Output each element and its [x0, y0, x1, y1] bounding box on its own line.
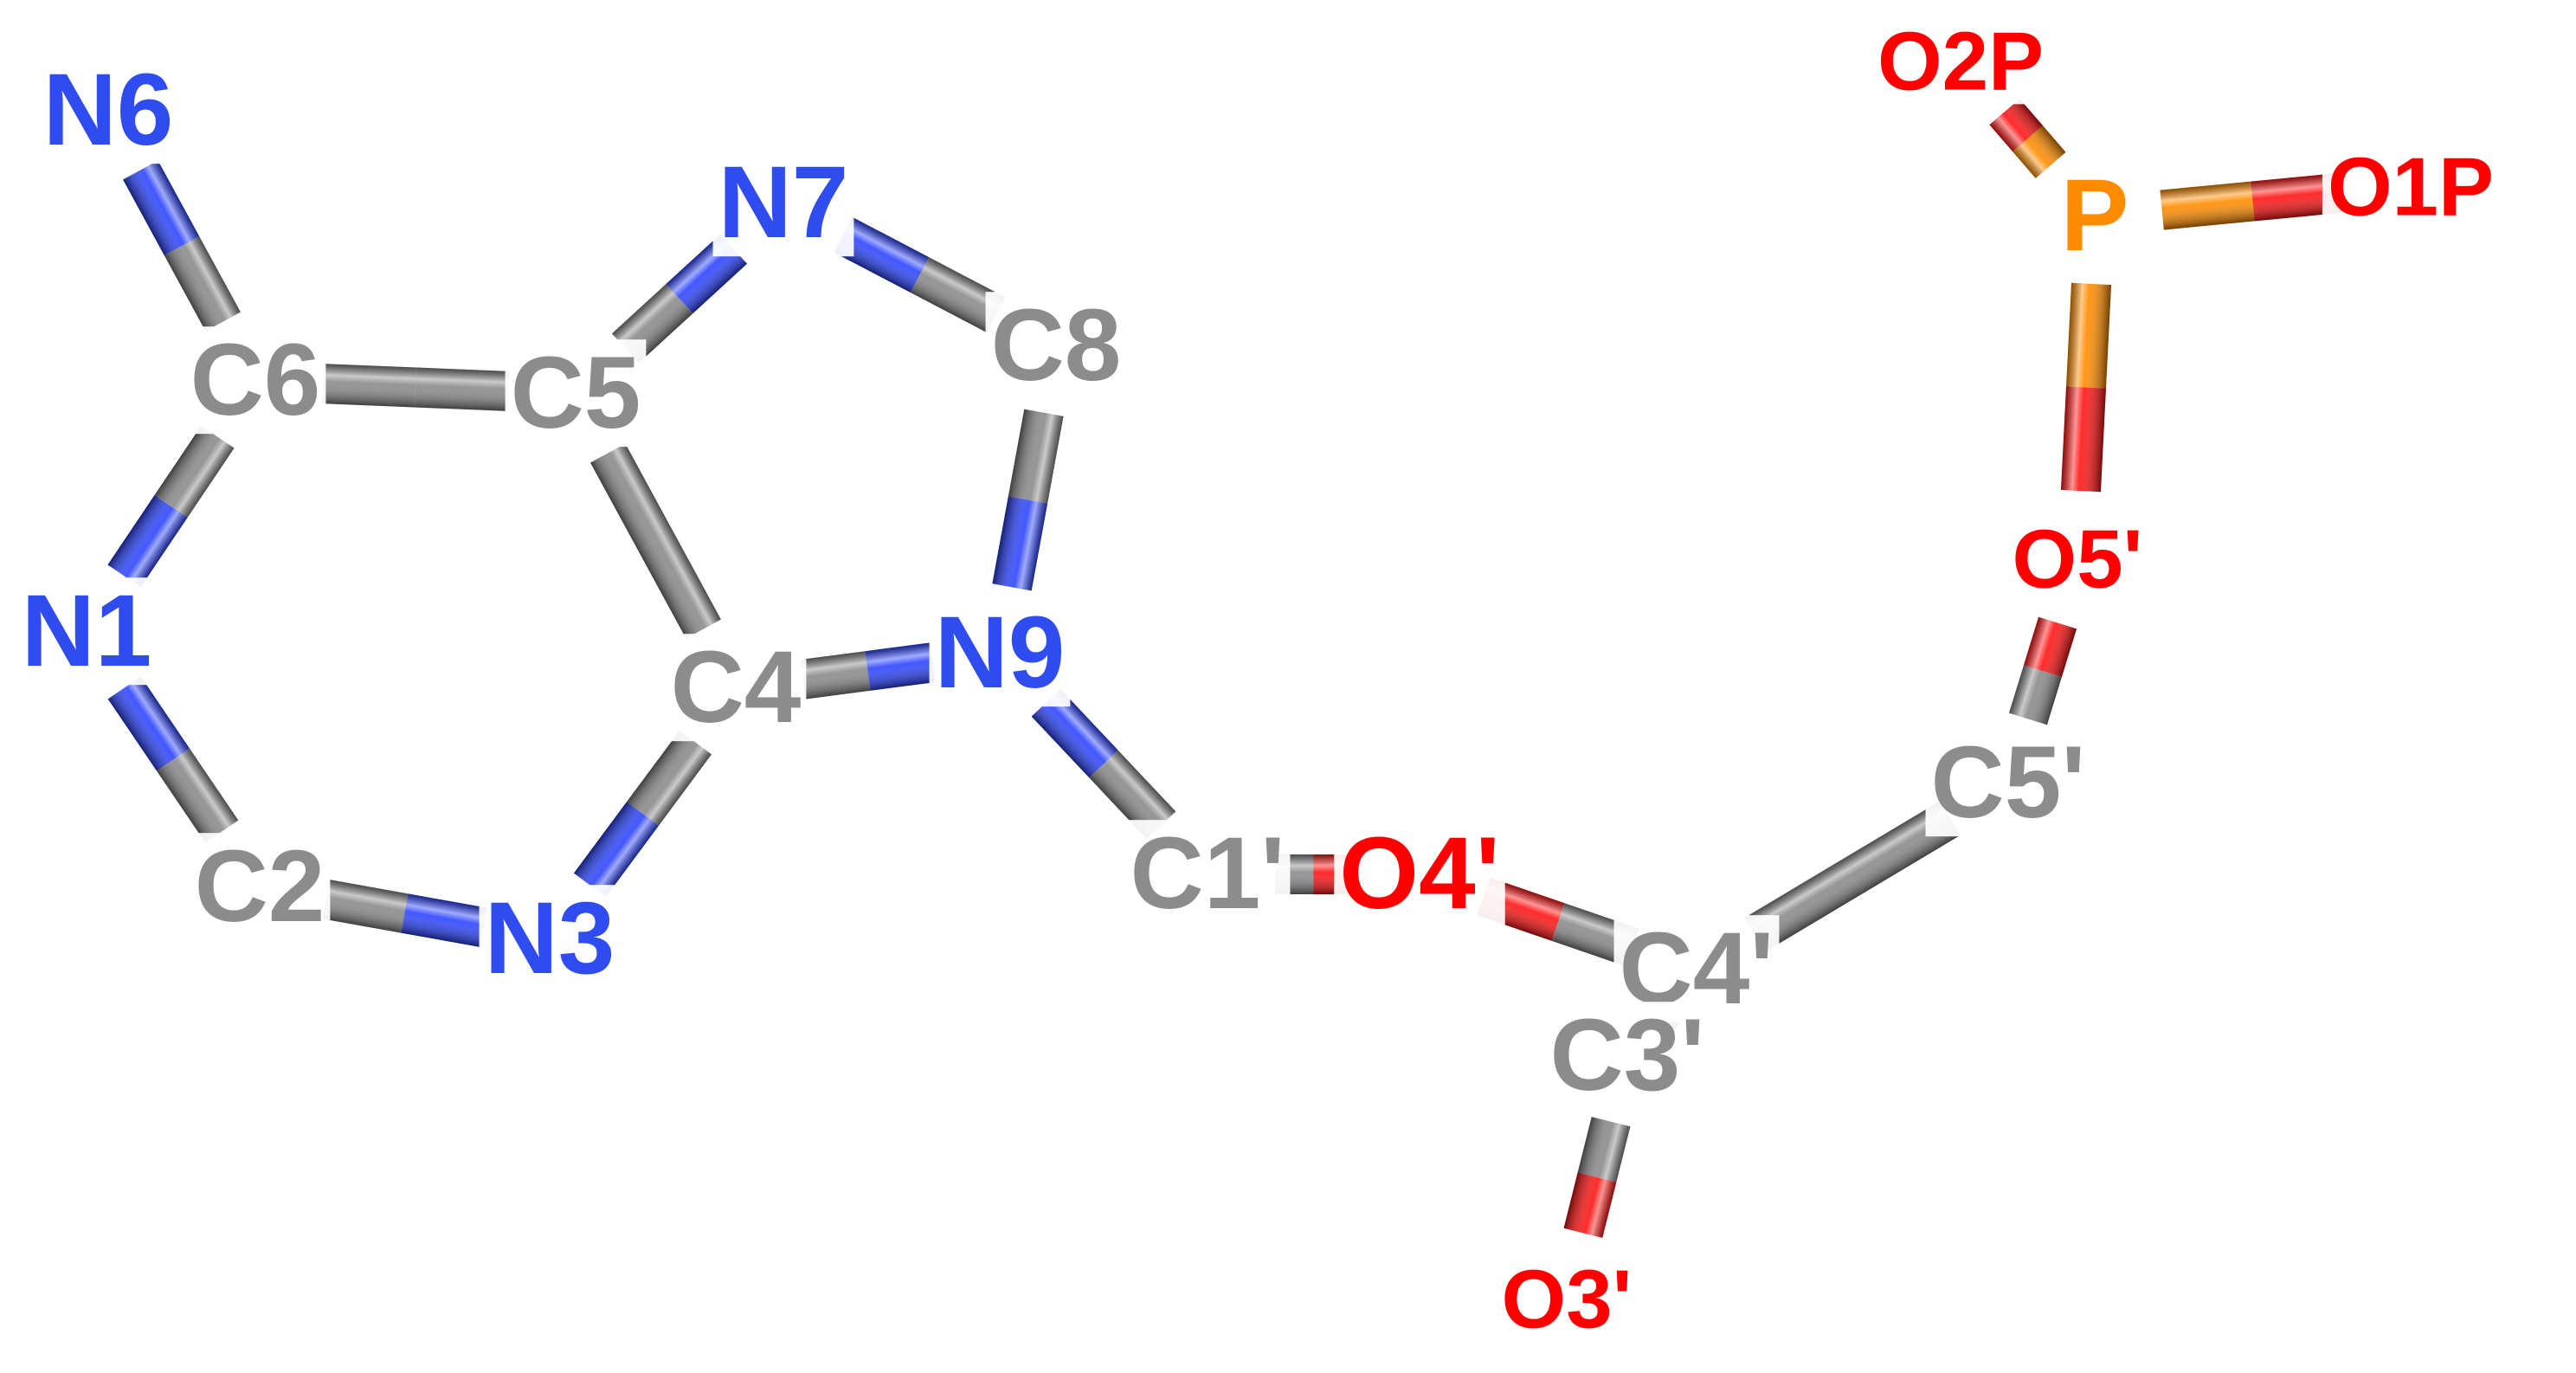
- bond-P-O1P-half-a: [2160, 181, 2255, 230]
- bond-layer: [107, 99, 2346, 1238]
- atom-o3p: O3': [1496, 1253, 1638, 1345]
- bond-C5p-O5p-half-b: [2024, 616, 2077, 677]
- atom-label: N6: [43, 53, 174, 167]
- bond-C4-N3-half-a: [627, 730, 712, 826]
- atom-c5: C5: [505, 336, 647, 450]
- atom-n6: N6: [37, 53, 179, 167]
- bond-C4-N9-half-b: [865, 642, 936, 691]
- atom-n3: N3: [479, 881, 621, 996]
- bond-C5-C4-half-b: [638, 532, 721, 639]
- bond-N7-C8-half-b: [910, 257, 1006, 333]
- atom-label: C3': [1550, 998, 1705, 1112]
- bond-N1-C2-half-a: [107, 676, 190, 771]
- atom-o5p: O5': [2006, 512, 2148, 605]
- atom-label: C4: [671, 630, 802, 745]
- atom-label: N7: [718, 145, 849, 260]
- atom-n9: N9: [929, 596, 1071, 710]
- bond-N9-C1p-half-a: [1031, 689, 1118, 778]
- atom-label: P: [2061, 158, 2129, 273]
- bond-C5-C4-half-a: [590, 443, 673, 551]
- atom-p: P: [2055, 158, 2135, 273]
- atom-c4: C4: [665, 630, 807, 745]
- bond-C6-N1-half-a: [154, 425, 235, 518]
- atom-n7: N7: [712, 145, 854, 260]
- bond-P-O2P-half-a: [2012, 125, 2066, 178]
- atom-c1p: C1': [1124, 816, 1291, 931]
- bond-C2-N3-half-b: [401, 893, 487, 947]
- atom-c5p: C5': [1925, 725, 2091, 840]
- atom-label: N3: [485, 881, 615, 996]
- atom-label: C5: [511, 336, 641, 450]
- atom-label: N1: [22, 574, 152, 688]
- atom-label: N9: [935, 596, 1066, 710]
- bond-C3p-O3p-half-b: [1563, 1172, 1617, 1238]
- bond-N6-C6-half-b: [164, 235, 241, 332]
- atom-label: C2: [195, 829, 325, 944]
- bond-C4-N3-half-b: [573, 802, 659, 898]
- bond-C8-N9-half-b: [992, 496, 1048, 591]
- atom-label: O5': [2012, 512, 2143, 605]
- atom-label: O3': [1502, 1253, 1633, 1345]
- atom-c8: C8: [985, 288, 1127, 403]
- bond-N7-C8-half-a: [834, 216, 930, 293]
- atom-label: C1': [1130, 816, 1285, 931]
- atom-o1p: O1P: [2322, 140, 2500, 233]
- bond-C6-C5-half-a: [322, 364, 416, 408]
- bond-C6-C5-half-b: [415, 367, 509, 411]
- bond-C2-N3-half-a: [322, 880, 409, 933]
- bond-C3p-O3p-half-a: [1577, 1117, 1631, 1183]
- bond-P-O2P-half-b: [1989, 99, 2043, 152]
- atom-label: C5': [1931, 725, 2086, 840]
- atom-label: O1P: [2328, 140, 2494, 233]
- bond-N9-C1p-half-b: [1089, 750, 1176, 839]
- atom-c3p: C3': [1544, 998, 1710, 1112]
- atom-label: O4': [1339, 816, 1499, 931]
- bond-P-O1P-half-b: [2251, 172, 2346, 222]
- bond-C8-N9-half-a: [1008, 409, 1064, 504]
- atom-o2p: O2P: [1871, 15, 2050, 107]
- bond-N1-C2-half-b: [156, 748, 239, 843]
- bond-C6-N1-half-b: [107, 495, 188, 588]
- atom-o4p: O4': [1334, 816, 1505, 931]
- bond-C4-N9-half-a: [800, 651, 871, 699]
- atom-label: O2P: [1877, 15, 2044, 107]
- atom-c2: C2: [189, 829, 331, 944]
- bond-N6-C6-half-a: [123, 160, 200, 256]
- atom-label: C8: [991, 288, 1122, 403]
- atom-n1: N1: [16, 574, 158, 688]
- bond-C5p-O5p-half-a: [2008, 665, 2062, 725]
- bond-O5p-P-half-b: [2066, 282, 2112, 389]
- bond-O5p-P-half-a: [2060, 386, 2106, 493]
- atom-label: C6: [190, 323, 321, 437]
- atom-c6: C6: [184, 323, 326, 437]
